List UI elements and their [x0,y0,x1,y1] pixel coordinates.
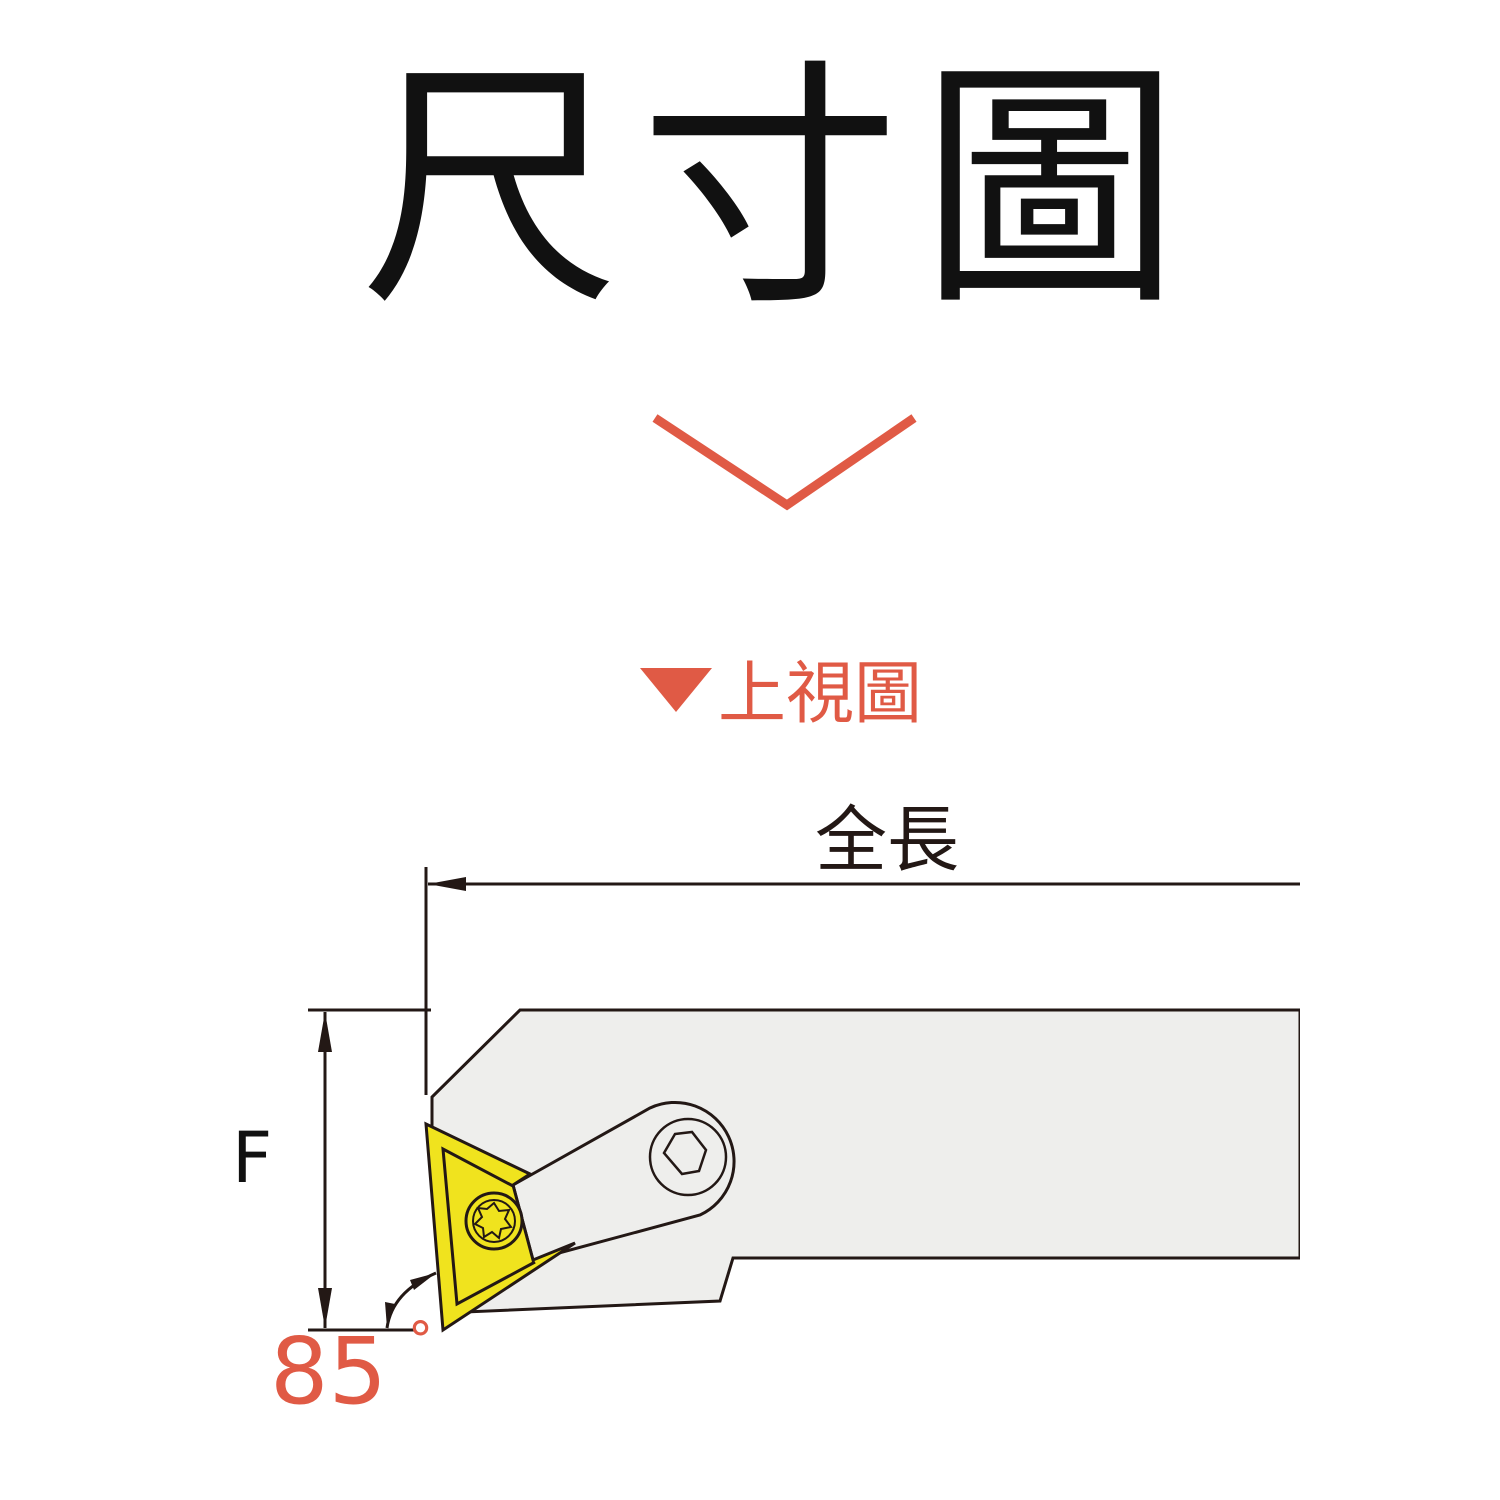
chevron-down-icon [652,414,917,511]
degree-symbol: ° [408,1311,433,1369]
f-dimension-label: F [232,1117,273,1199]
insert-inner-edge [441,1146,536,1307]
section-label: 上視圖 [718,655,923,734]
arrow-head [410,1273,436,1290]
arrow-head [385,1302,395,1328]
arrow-head [428,877,466,891]
torx-socket-icon [473,1201,513,1240]
overall-length-label: 全長 [815,798,960,882]
angle-label: 85 [270,1318,388,1425]
insert-screw [464,1191,524,1251]
clamp-screw-head [648,1117,728,1197]
page-title: 尺寸圖 [360,39,1200,341]
clamp [511,1100,736,1262]
insert-screw-inner [472,1199,516,1243]
arrow-head [318,1288,332,1328]
hex-socket-icon [662,1130,708,1176]
tool-holder-end-mask [1300,1005,1310,1265]
triangle-down-icon [640,668,712,712]
arrow-head [318,1012,332,1052]
